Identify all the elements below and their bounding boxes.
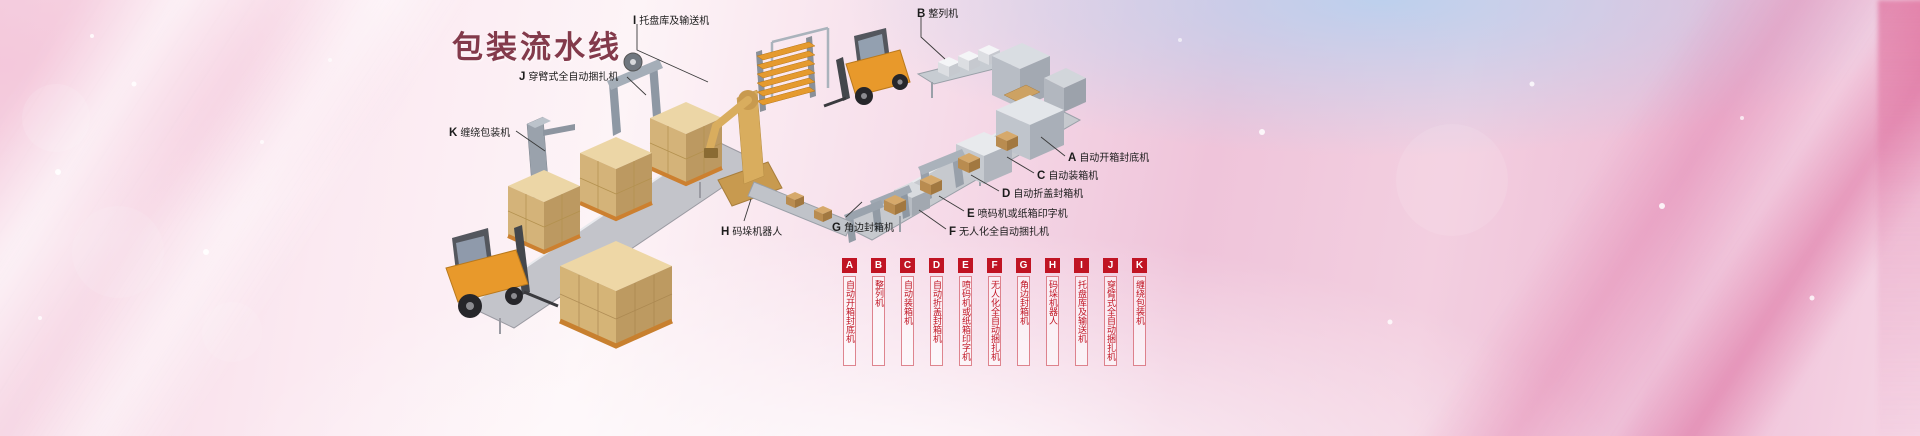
- legend-label: 角边封箱机: [1017, 276, 1030, 366]
- legend-letter-badge: F: [987, 258, 1002, 273]
- leader-line: [845, 201, 863, 218]
- callout-label: 穿臂式全自动捆扎机: [528, 72, 619, 83]
- callout-letter: K: [449, 127, 458, 139]
- legend-label: 整列机: [872, 276, 885, 366]
- legend-letter-badge: H: [1045, 258, 1060, 273]
- carton-icon: [884, 131, 1018, 215]
- callout-letter: D: [1002, 188, 1011, 200]
- legend-letter-badge: I: [1074, 258, 1089, 273]
- leader-line: [626, 76, 647, 96]
- forklift-icon: [445, 225, 559, 318]
- callout-label: 自动装箱机: [1048, 171, 1099, 182]
- callout-label: 托盘库及输送机: [639, 16, 710, 27]
- callout-letter: E: [967, 208, 975, 220]
- legend-letter-badge: A: [842, 258, 857, 273]
- legend-label: 托盘库及输送机: [1075, 276, 1088, 366]
- leader-line: [970, 174, 1000, 192]
- legend-item: G 角边封箱机: [1016, 258, 1031, 366]
- callout-label: 角边封箱机: [843, 223, 894, 234]
- callout-letter: C: [1037, 170, 1046, 182]
- legend-item: C 自动装箱机: [900, 258, 915, 366]
- leader-line: [938, 195, 965, 212]
- sparkles: [22, 34, 1815, 362]
- callout-label: 整列机: [928, 9, 959, 20]
- page-title: 包装流水线: [452, 30, 622, 65]
- legend-letter-badge: B: [871, 258, 886, 273]
- legend-letter-badge: E: [958, 258, 973, 273]
- callout-label: 无人化全自动捆扎机: [959, 227, 1050, 238]
- pallet-stack-icon: [558, 241, 674, 349]
- callout-letter: A: [1068, 152, 1077, 164]
- palletizing-robot-icon: [704, 89, 783, 207]
- legend-letter-badge: J: [1103, 258, 1118, 273]
- legend: A 自动开箱封底机 B 整列机 C 自动装箱机 D 自动折盖封箱机 E 喷码机或纸箱印字机…: [842, 258, 1147, 366]
- callout-letter: G: [832, 222, 841, 234]
- box-stack-icon: [579, 137, 653, 222]
- legend-item: J 穿臂式全自动捆扎机: [1103, 258, 1118, 366]
- legend-label: 缠绕包装机: [1133, 276, 1146, 366]
- leader-line: [918, 209, 947, 230]
- leader-line: [920, 17, 946, 60]
- legend-item: I 托盘库及输送机: [1074, 258, 1089, 366]
- pallet-dispenser-icon: [756, 36, 816, 112]
- legend-letter-badge: K: [1132, 258, 1147, 273]
- callout-label: 自动开箱封底机: [1079, 153, 1150, 164]
- callout-letter: J: [519, 71, 526, 83]
- forklift-icon: [823, 28, 911, 108]
- legend-item: B 整列机: [871, 258, 886, 366]
- leader-line: [636, 24, 709, 83]
- callout-letter: B: [917, 8, 926, 20]
- legend-item: F 无人化全自动捆扎机: [987, 258, 1002, 366]
- legend-label: 自动装箱机: [901, 276, 914, 366]
- legend-label: 自动折盖封箱机: [930, 276, 943, 366]
- legend-letter-badge: G: [1016, 258, 1031, 273]
- legend-item: D 自动折盖封箱机: [929, 258, 944, 366]
- callout-label: 喷码机或纸箱印字机: [977, 209, 1068, 220]
- strapping-machine-icon: [607, 52, 663, 136]
- leader-line: [743, 198, 752, 222]
- leader-line: [1040, 136, 1066, 157]
- legend-label: 穿臂式全自动捆扎机: [1104, 276, 1117, 366]
- leader-lines: [515, 17, 1066, 230]
- legend-label: 喷码机或纸箱印字机: [959, 276, 972, 366]
- conveyor-icon: [747, 181, 853, 237]
- legend-label: 码垛机器人: [1046, 276, 1059, 366]
- legend-label: 无人化全自动捆扎机: [988, 276, 1001, 366]
- legend-letter-badge: C: [900, 258, 915, 273]
- legend-item: K 缠绕包装机: [1132, 258, 1147, 366]
- leader-line: [515, 130, 546, 152]
- legend-item: E 喷码机或纸箱印字机: [958, 258, 973, 366]
- callout-label: 自动折盖封箱机: [1013, 189, 1084, 200]
- legend-letter-badge: D: [929, 258, 944, 273]
- legend-item: H 码垛机器人: [1045, 258, 1060, 366]
- leader-line: [1006, 156, 1035, 174]
- callout-letter: H: [721, 226, 730, 238]
- callout-letter: I: [633, 15, 637, 27]
- callout-letter: F: [949, 226, 957, 238]
- legend-label: 自动开箱封底机: [843, 276, 856, 366]
- legend-item: A 自动开箱封底机: [842, 258, 857, 366]
- callout-label: 缠绕包装机: [460, 128, 511, 139]
- callout-label: 码垛机器人: [732, 227, 783, 238]
